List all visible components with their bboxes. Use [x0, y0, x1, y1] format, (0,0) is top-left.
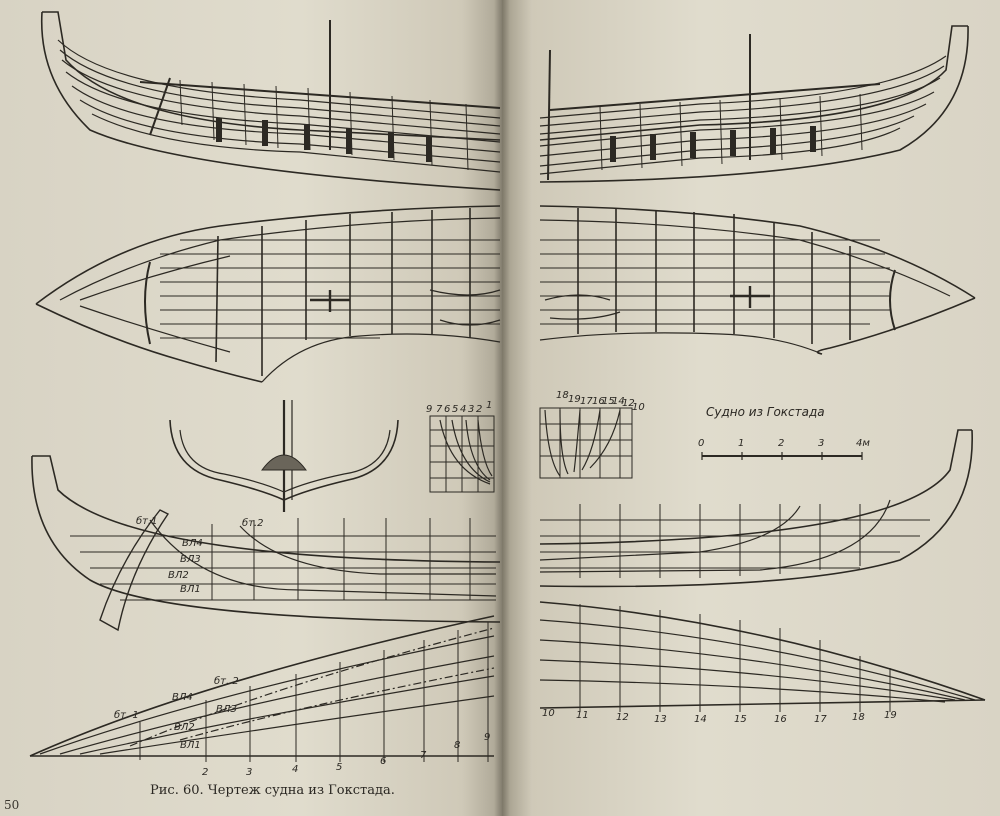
station-number: 10	[542, 708, 555, 719]
deck-plan-right	[539, 205, 976, 355]
halfbreadth-right	[539, 601, 986, 712]
body-station-label: 2	[476, 404, 482, 415]
body-station-label: 10	[632, 402, 645, 413]
body-plan-left	[429, 415, 495, 493]
station-number: 14	[694, 714, 707, 725]
scale-tick: 2	[778, 438, 784, 449]
halfbreadth-label: ВЛ4	[172, 692, 193, 703]
body-station-label: 1	[486, 400, 492, 411]
station-number: 6	[380, 756, 386, 767]
drawing-labels: Судно из Гокстада 0 1 2 3 4м 9 7 6 5 4 3…	[114, 390, 897, 778]
body-station-label: 12	[622, 398, 635, 409]
station-number: 13	[654, 714, 667, 725]
page-number: 50	[4, 798, 20, 812]
body-station-label: 6	[444, 404, 450, 415]
scale-tick: 3	[818, 438, 824, 449]
body-station-label: 4	[460, 404, 466, 415]
station-number: 15	[734, 714, 747, 725]
station-number: 7	[420, 750, 427, 761]
figure-caption: Рис. 60. Чертеж судна из Гокстада.	[150, 783, 395, 798]
sheer-label: ВЛ4	[182, 538, 203, 549]
scale-tick: 4м	[856, 438, 870, 449]
body-station-label: 5	[452, 404, 458, 415]
profile-left	[40, 11, 501, 191]
drawing-title: Судно из Гокстада	[706, 405, 825, 419]
body-station-label: 9	[426, 404, 432, 415]
body-station-label: 19	[568, 394, 581, 405]
station-number: 12	[616, 712, 629, 723]
halfbreadth-label: ВЛ1	[180, 740, 201, 751]
sheer-plan-right	[539, 429, 973, 588]
station-number: 11	[576, 710, 589, 721]
sheer-label: ВЛ3	[180, 554, 201, 565]
station-number: 8	[454, 740, 460, 751]
station-number: 4	[292, 764, 298, 775]
station-number: 5	[336, 762, 342, 773]
body-station-label: 18	[556, 390, 569, 401]
station-number: 3	[246, 767, 252, 778]
body-station-label: 7	[436, 404, 443, 415]
station-number: 2	[202, 767, 208, 778]
halfbreadth-label: ВЛЗ	[216, 704, 237, 715]
scale-tick: 1	[738, 438, 744, 449]
station-number: 9	[484, 732, 490, 743]
station-number: 17	[814, 714, 827, 725]
sheer-label: бт.2	[242, 517, 264, 529]
body-station-label: 15	[602, 396, 615, 407]
deck-plan-left	[35, 205, 501, 383]
body-station-label: 17	[580, 396, 593, 407]
midship-section	[169, 400, 399, 512]
sheer-label: ВЛ2	[168, 570, 189, 581]
scale-tick: 0	[698, 438, 704, 449]
station-number: 18	[852, 712, 865, 723]
halfbreadth-label: ВЛ2	[174, 722, 195, 733]
halfbreadth-label: бт. 1	[114, 709, 139, 721]
body-station-label: 16	[592, 396, 605, 407]
sheer-label: ВЛ1	[180, 584, 201, 595]
sheer-plan-left	[31, 455, 501, 632]
scale-bar	[701, 452, 863, 460]
station-number: 16	[774, 714, 787, 725]
station-number: 19	[884, 710, 897, 721]
body-station-label: 14	[612, 396, 625, 407]
sheer-label: бт.1	[136, 515, 158, 527]
book-gutter	[494, 0, 510, 816]
profile-right	[539, 25, 969, 183]
halfbreadth-label: бт. 2	[214, 675, 239, 687]
halfbreadth-left	[29, 615, 495, 762]
body-station-label: 3	[468, 404, 474, 415]
body-plan-right	[539, 407, 633, 479]
